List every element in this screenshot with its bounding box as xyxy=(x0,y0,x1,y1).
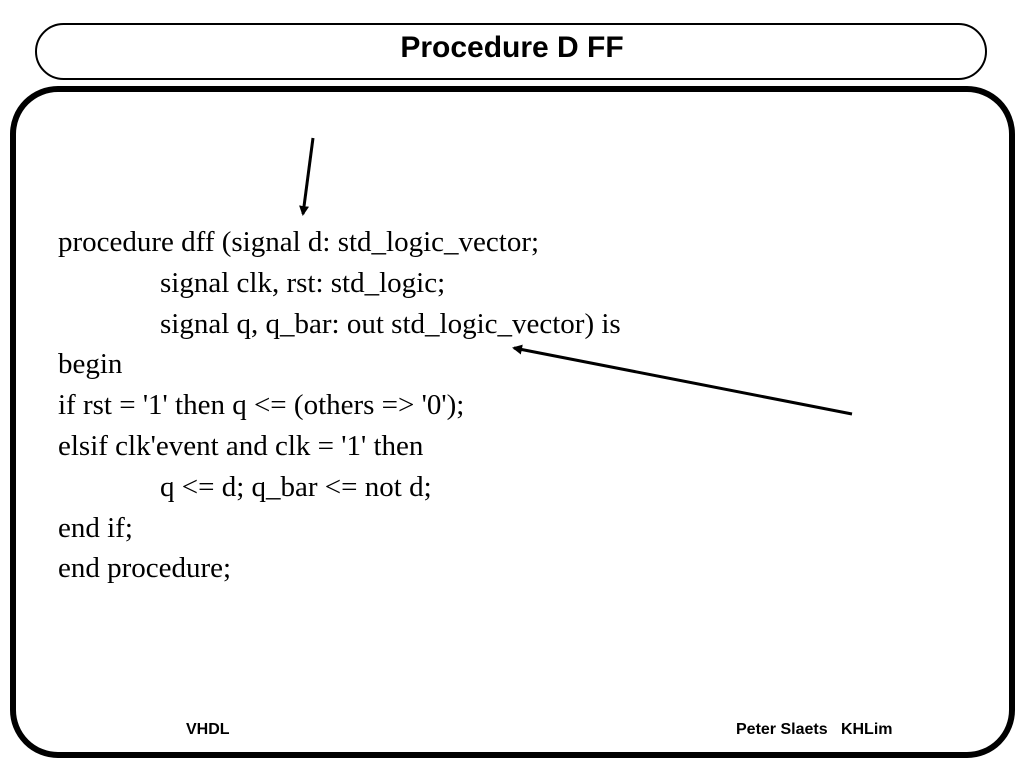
code-line: procedure dff (signal d: std_logic_vecto… xyxy=(58,226,540,258)
footer-author: Peter Slaets KHLim xyxy=(736,721,893,738)
content-frame xyxy=(10,86,1015,758)
title-frame xyxy=(35,23,987,80)
code-line: elsif clk'event and clk = '1' then xyxy=(58,429,424,462)
code-line: if rst = '1' then q <= (others => '0'); xyxy=(58,389,465,422)
code-line: q <= d; q_bar <= not d; xyxy=(160,470,432,503)
code-line: end if; xyxy=(58,511,133,544)
code-line: signal q, q_bar: out std_logic_vector) i… xyxy=(160,307,621,340)
code-listing: procedure dff (signal d: std_logic_vecto… xyxy=(58,222,621,589)
code-line: signal clk, rst: std_logic; xyxy=(160,266,446,299)
footer-course: VHDL xyxy=(186,721,230,738)
code-line: begin xyxy=(58,348,123,381)
code-line: end procedure; xyxy=(58,552,232,585)
slide-title: Procedure D FF xyxy=(400,31,624,64)
